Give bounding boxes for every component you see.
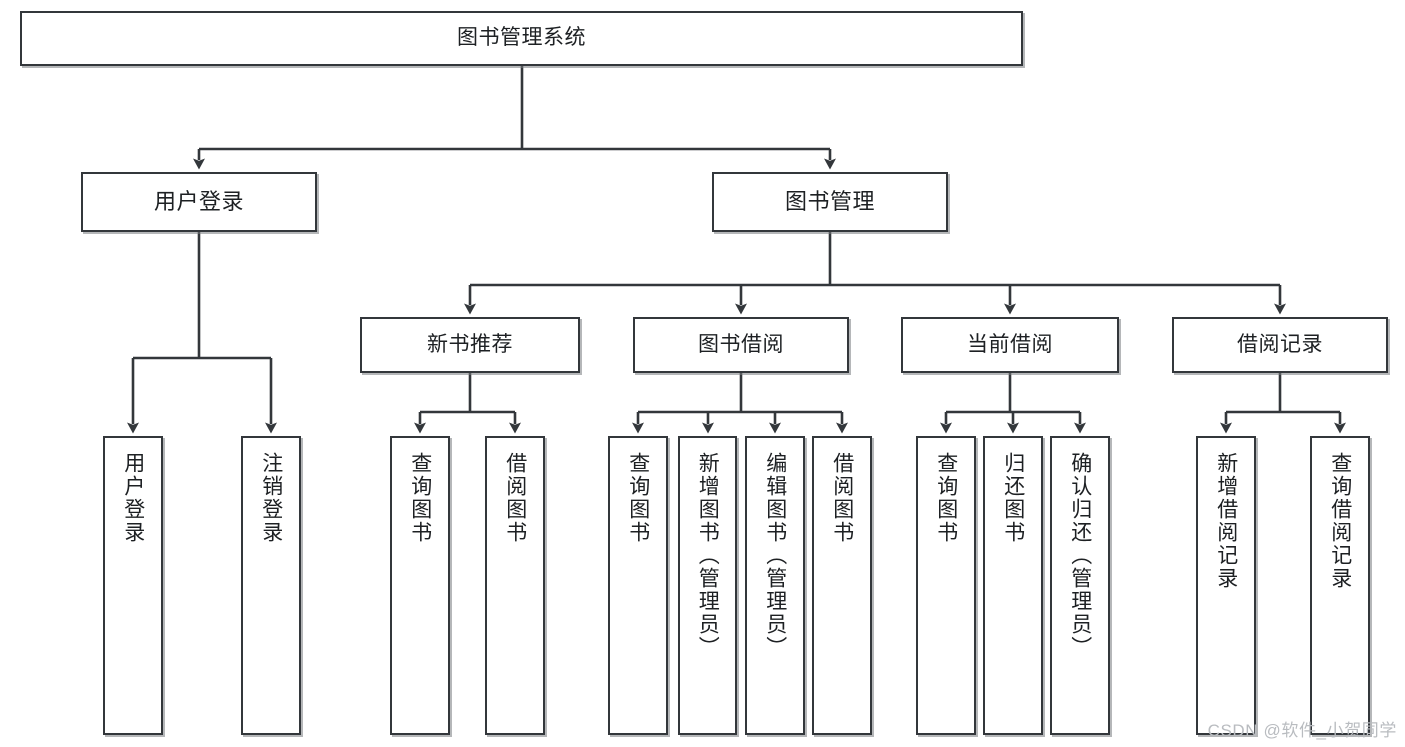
node-borrow-record[interactable]: 借阅记录 (1172, 317, 1388, 373)
node-label: 用户登录 (153, 189, 244, 215)
node-book-borrow[interactable]: 图书借阅 (633, 317, 849, 373)
node-user-login[interactable]: 用户登录 (81, 172, 317, 232)
node-label: 查询图书 (626, 452, 650, 544)
node-label: 归还图书 (1001, 452, 1025, 544)
node-leaf-confirm-return[interactable]: 确认归还（管理员） (1050, 436, 1110, 735)
node-book-manage[interactable]: 图书管理 (712, 172, 948, 232)
node-label: 查询图书 (408, 452, 432, 544)
node-leaf-edit-book[interactable]: 编辑图书（管理员） (745, 436, 805, 735)
node-leaf-user-logout[interactable]: 注销登录 (241, 436, 301, 735)
node-label: 当前借阅 (967, 332, 1053, 356)
node-label: 编辑图书（管理员） (763, 452, 787, 659)
node-leaf-borrow-book[interactable]: 借阅图书 (812, 436, 872, 735)
node-label: 图书管理 (784, 189, 875, 215)
node-label: 图书借阅 (698, 332, 784, 356)
node-leaf-query-book-cur[interactable]: 查询图书 (916, 436, 976, 735)
node-label: 查询借阅记录 (1328, 452, 1352, 590)
node-label: 借阅图书 (830, 452, 854, 544)
node-root[interactable]: 图书管理系统 (20, 11, 1023, 66)
node-label: 新增借阅记录 (1214, 452, 1238, 590)
node-leaf-user-login[interactable]: 用户登录 (103, 436, 163, 735)
node-label: 用户登录 (121, 452, 145, 544)
node-label: 借阅记录 (1237, 332, 1323, 356)
node-label: 借阅图书 (503, 452, 527, 544)
node-label: 新书推荐 (427, 332, 513, 356)
node-leaf-query-book-rec[interactable]: 查询图书 (390, 436, 450, 735)
node-new-book-recommend[interactable]: 新书推荐 (360, 317, 580, 373)
node-leaf-add-book[interactable]: 新增图书（管理员） (678, 436, 737, 735)
node-leaf-borrow-book-rec[interactable]: 借阅图书 (485, 436, 545, 735)
node-label: 确认归还（管理员） (1068, 452, 1092, 659)
node-label: 图书管理系统 (457, 26, 586, 50)
node-current-borrow[interactable]: 当前借阅 (901, 317, 1119, 373)
node-label: 注销登录 (259, 452, 283, 544)
node-leaf-query-record[interactable]: 查询借阅记录 (1310, 436, 1370, 735)
node-leaf-add-record[interactable]: 新增借阅记录 (1196, 436, 1256, 735)
node-leaf-return-book[interactable]: 归还图书 (983, 436, 1043, 735)
node-label: 查询图书 (934, 452, 958, 544)
node-label: 新增图书（管理员） (696, 452, 720, 659)
node-leaf-query-book[interactable]: 查询图书 (608, 436, 668, 735)
